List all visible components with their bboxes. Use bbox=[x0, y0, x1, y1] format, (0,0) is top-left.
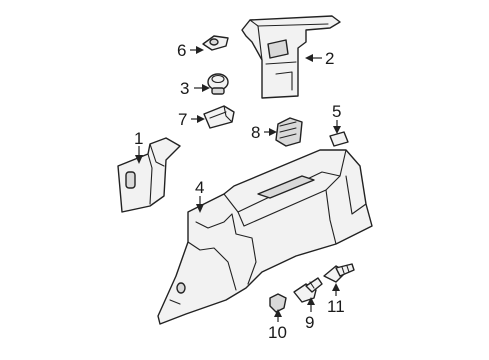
part-8-bumper bbox=[275, 117, 303, 147]
part-11-bolt bbox=[323, 263, 355, 283]
part-4-quarter-trim-panel bbox=[157, 149, 373, 325]
callout-9: 9 bbox=[305, 313, 314, 332]
callout-7: 7 bbox=[178, 110, 187, 129]
callout-3: 3 bbox=[180, 79, 189, 98]
part-6-clip bbox=[202, 35, 229, 51]
part-7-retainer bbox=[203, 105, 235, 129]
part-1-pillar-trim bbox=[117, 137, 181, 213]
callout-8: 8 bbox=[251, 123, 260, 142]
callout-5: 5 bbox=[332, 102, 341, 121]
callout-1: 1 bbox=[134, 129, 143, 148]
callout-4: 4 bbox=[195, 178, 204, 197]
part-2-quarter-trim-upper bbox=[241, 15, 341, 99]
callout-2: 2 bbox=[325, 49, 334, 68]
part-3-push-pin bbox=[207, 73, 229, 95]
leader-lines bbox=[135, 46, 341, 322]
callout-10: 10 bbox=[268, 323, 287, 342]
part-5-cap bbox=[329, 131, 349, 147]
callout-labels: 1 2 3 4 5 6 7 8 9 10 11 bbox=[134, 41, 345, 342]
callout-6: 6 bbox=[177, 41, 186, 60]
part-9-bolt bbox=[293, 277, 323, 303]
part-10-nut bbox=[269, 293, 287, 313]
callout-11: 11 bbox=[327, 297, 345, 316]
